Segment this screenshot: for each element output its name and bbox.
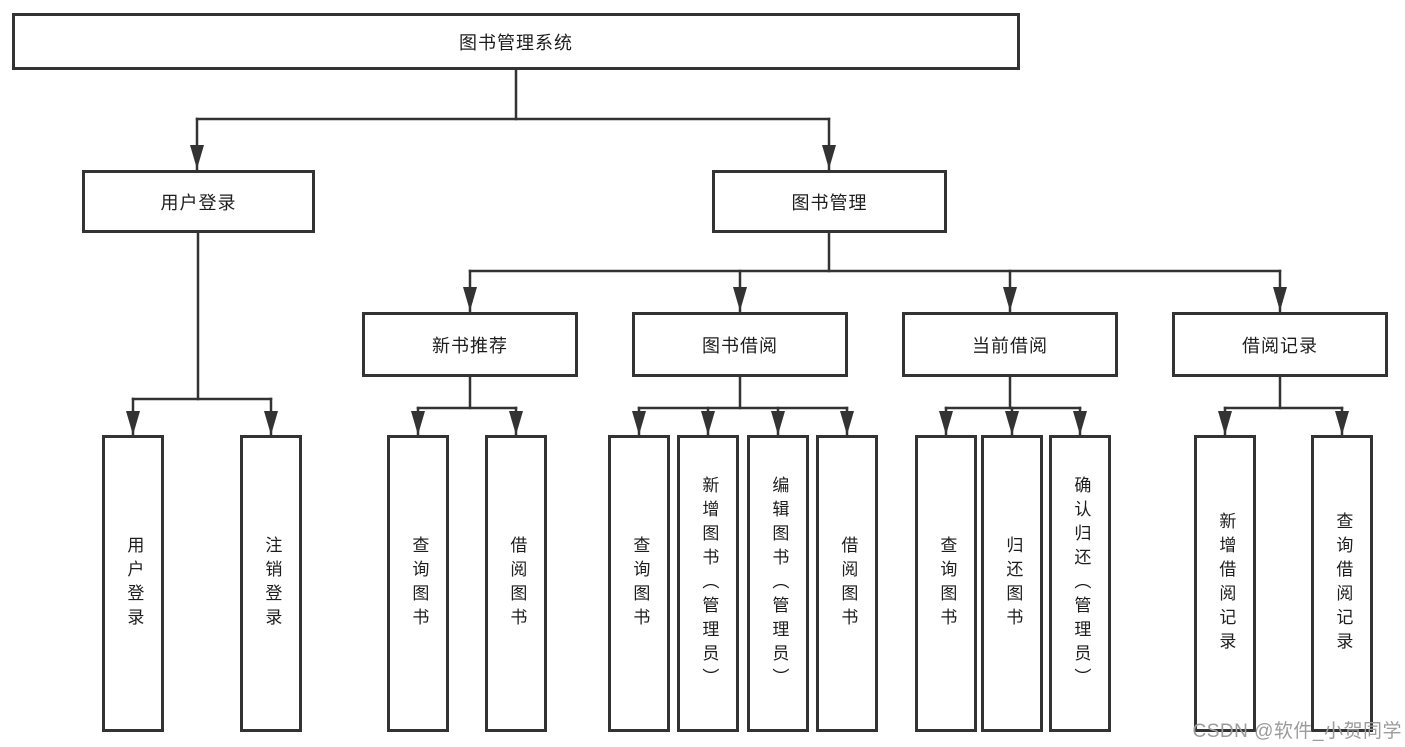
node-borrow-records: 借阅记录 (1172, 312, 1388, 377)
leaf-borrow-edit-book-admin: 编辑图书（管理员） (747, 435, 809, 732)
leaf-borrow-add-book-admin: 新增图书（管理员） (677, 435, 739, 732)
leaf-user-login: 用户登录 (102, 435, 164, 732)
connector-book-management-to-level3 (463, 231, 1287, 313)
connector-borrow-records-to-leaves (1218, 375, 1349, 437)
leaf-borrow-query-books: 查询图书 (608, 435, 670, 732)
node-book-management: 图书管理 (712, 170, 947, 233)
connector-user-login-to-leaves (126, 231, 278, 437)
leaf-current-query-books: 查询图书 (915, 435, 977, 732)
leaf-logout: 注销登录 (240, 435, 302, 732)
leaf-newbook-query-books: 查询图书 (387, 435, 449, 732)
connector-book-borrow-to-leaves (632, 375, 854, 437)
connector-current-borrow-to-leaves (939, 375, 1087, 437)
leaf-current-confirm-return-admin: 确认归还（管理员） (1049, 435, 1111, 732)
leaf-borrow-borrow-books: 借阅图书 (816, 435, 878, 732)
node-system-root: 图书管理系统 (12, 13, 1020, 70)
node-book-borrow: 图书借阅 (632, 312, 848, 377)
connector-new-book-to-leaves (411, 375, 523, 437)
csdn-watermark: CSDN @软件_小贺同学 (1192, 721, 1402, 742)
node-current-borrow: 当前借阅 (902, 312, 1118, 377)
leaf-current-return-books: 归还图书 (981, 435, 1043, 732)
leaf-newbook-borrow-books: 借阅图书 (485, 435, 547, 732)
node-new-book-recommend: 新书推荐 (362, 312, 578, 377)
leaf-records-add-record: 新增借阅记录 (1194, 435, 1256, 732)
connector-root-to-level2 (190, 68, 836, 171)
node-user-login: 用户登录 (82, 170, 315, 233)
leaf-records-query-record: 查询借阅记录 (1311, 435, 1373, 732)
